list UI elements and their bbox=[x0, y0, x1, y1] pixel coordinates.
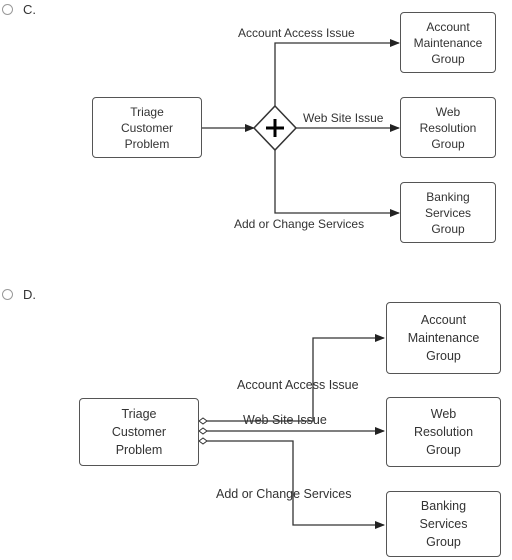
c-task-triage: Triage Customer Problem bbox=[92, 97, 202, 158]
d-target-account-label: Account Maintenance Group bbox=[407, 313, 480, 363]
d-target-account: Account Maintenance Group bbox=[386, 302, 501, 374]
c-target-account-label: Account Maintenance Group bbox=[413, 19, 483, 66]
plus-icon bbox=[266, 119, 284, 137]
c-target-banking-label: Banking Services Group bbox=[424, 189, 471, 236]
option-d-radio[interactable] bbox=[2, 289, 13, 300]
option-c-row[interactable]: C. bbox=[0, 2, 36, 17]
c-label-web: Web Site Issue bbox=[303, 111, 384, 125]
d-task-triage: Triage Customer Problem bbox=[79, 398, 199, 466]
c-flow-account bbox=[274, 39, 400, 106]
d-target-banking-label: Banking Services Group bbox=[419, 499, 468, 549]
d-label-web: Web Site Issue bbox=[243, 413, 327, 427]
conditional-diamond-icon bbox=[198, 427, 208, 435]
option-d-diagram bbox=[198, 334, 385, 529]
c-task-label: Triage Customer Problem bbox=[120, 104, 173, 151]
d-label-banking: Add or Change Services bbox=[216, 487, 352, 501]
d-task-label: Triage Customer Problem bbox=[111, 407, 167, 457]
option-d-row[interactable]: D. bbox=[0, 287, 36, 302]
d-label-account: Account Access Issue bbox=[237, 378, 359, 392]
d-flow-banking bbox=[207, 440, 385, 529]
d-flow-account bbox=[207, 334, 385, 422]
c-target-account: Account Maintenance Group bbox=[400, 12, 496, 73]
c-target-web: Web Resolution Group bbox=[400, 97, 496, 158]
d-target-banking: Banking Services Group bbox=[386, 491, 501, 557]
conditional-diamond-icon bbox=[198, 437, 208, 445]
c-flow-banking bbox=[274, 150, 400, 217]
d-target-web-label: Web Resolution Group bbox=[413, 407, 474, 457]
c-target-web-label: Web Resolution Group bbox=[419, 104, 477, 151]
c-target-banking: Banking Services Group bbox=[400, 182, 496, 243]
d-target-web: Web Resolution Group bbox=[386, 397, 501, 467]
option-d-letter: D. bbox=[23, 287, 36, 302]
c-label-banking: Add or Change Services bbox=[234, 217, 365, 231]
c-label-account: Account Access Issue bbox=[238, 26, 355, 40]
conditional-diamond-icon bbox=[198, 417, 208, 425]
option-c-letter: C. bbox=[23, 2, 36, 17]
option-c-radio[interactable] bbox=[2, 4, 13, 15]
option-c-diagram bbox=[202, 39, 400, 217]
